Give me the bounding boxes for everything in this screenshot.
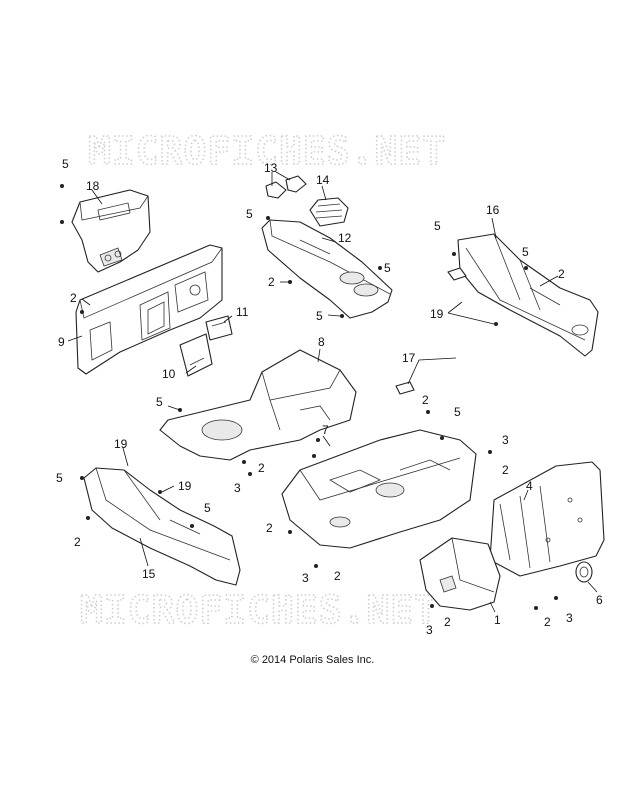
callout-2: 2 (444, 615, 451, 629)
callouts: 5 18 2 9 10 11 13 14 5 12 2 5 5 16 5 5 2… (56, 157, 603, 637)
callout-2: 2 (266, 521, 273, 535)
part-1-front-kick-panel (419, 537, 501, 611)
fasteners (60, 184, 558, 610)
part-9-rear-panel (75, 244, 223, 375)
part-4-front-floor-panel (489, 461, 605, 577)
callout-2: 2 (502, 463, 509, 477)
callout-7: 7 (322, 423, 329, 437)
part-16-right-side-panel (457, 233, 599, 357)
callout-18: 18 (86, 179, 100, 193)
callout-3: 3 (234, 481, 241, 495)
callout-5: 5 (56, 471, 63, 485)
callout-5: 5 (316, 309, 323, 323)
callout-16: 16 (486, 203, 500, 217)
part-8-floor-tray (159, 349, 357, 461)
part-7-floor-pan (281, 429, 477, 549)
part-18-storage-box (71, 189, 151, 273)
callout-1: 1 (494, 613, 501, 627)
part-12-center-console (261, 219, 393, 319)
callout-19: 19 (430, 307, 444, 321)
callout-19: 19 (178, 479, 192, 493)
callout-2: 2 (74, 535, 81, 549)
watermark-bottom: MICROFICHES.NET (80, 588, 438, 632)
callout-2: 2 (70, 291, 77, 305)
callout-10: 10 (162, 367, 176, 381)
copyright-notice: © 2014 Polaris Sales Inc. (250, 654, 375, 666)
callout-14: 14 (316, 173, 330, 187)
callout-9: 9 (58, 335, 65, 349)
callout-2: 2 (258, 461, 265, 475)
callout-3: 3 (502, 433, 509, 447)
callout-2: 2 (558, 267, 565, 281)
callout-4: 4 (526, 479, 533, 493)
callout-17: 17 (402, 351, 416, 365)
part-10-small-panel (179, 333, 213, 377)
callout-15: 15 (142, 567, 156, 581)
callout-5: 5 (204, 501, 211, 515)
callout-5: 5 (434, 219, 441, 233)
callout-19: 19 (114, 437, 128, 451)
part-11-cover-plate (205, 315, 233, 341)
leader-lines (67, 171, 598, 613)
part-13-brackets (265, 175, 307, 199)
callout-8: 8 (318, 335, 325, 349)
callout-11: 11 (236, 305, 249, 319)
callout-2: 2 (268, 275, 275, 289)
callout-5: 5 (246, 207, 253, 221)
callout-6: 6 (596, 593, 603, 607)
callout-2: 2 (422, 393, 429, 407)
callout-3: 3 (302, 571, 309, 585)
callout-13: 13 (264, 161, 278, 175)
callout-3: 3 (426, 623, 433, 637)
callout-5: 5 (454, 405, 461, 419)
watermark-top: MICROFICHES.NET (88, 129, 446, 173)
callout-2: 2 (544, 615, 551, 629)
callout-5: 5 (156, 395, 163, 409)
callout-5: 5 (384, 261, 391, 275)
callout-5: 5 (62, 157, 69, 171)
callout-12: 12 (338, 231, 352, 245)
part-17-clips (395, 267, 467, 395)
part-6-grommet (575, 561, 593, 583)
part-15-left-side-panel (83, 467, 241, 586)
callout-3: 3 (566, 611, 573, 625)
callout-5: 5 (522, 245, 529, 259)
callout-2: 2 (334, 569, 341, 583)
part-14-boot (309, 197, 349, 227)
